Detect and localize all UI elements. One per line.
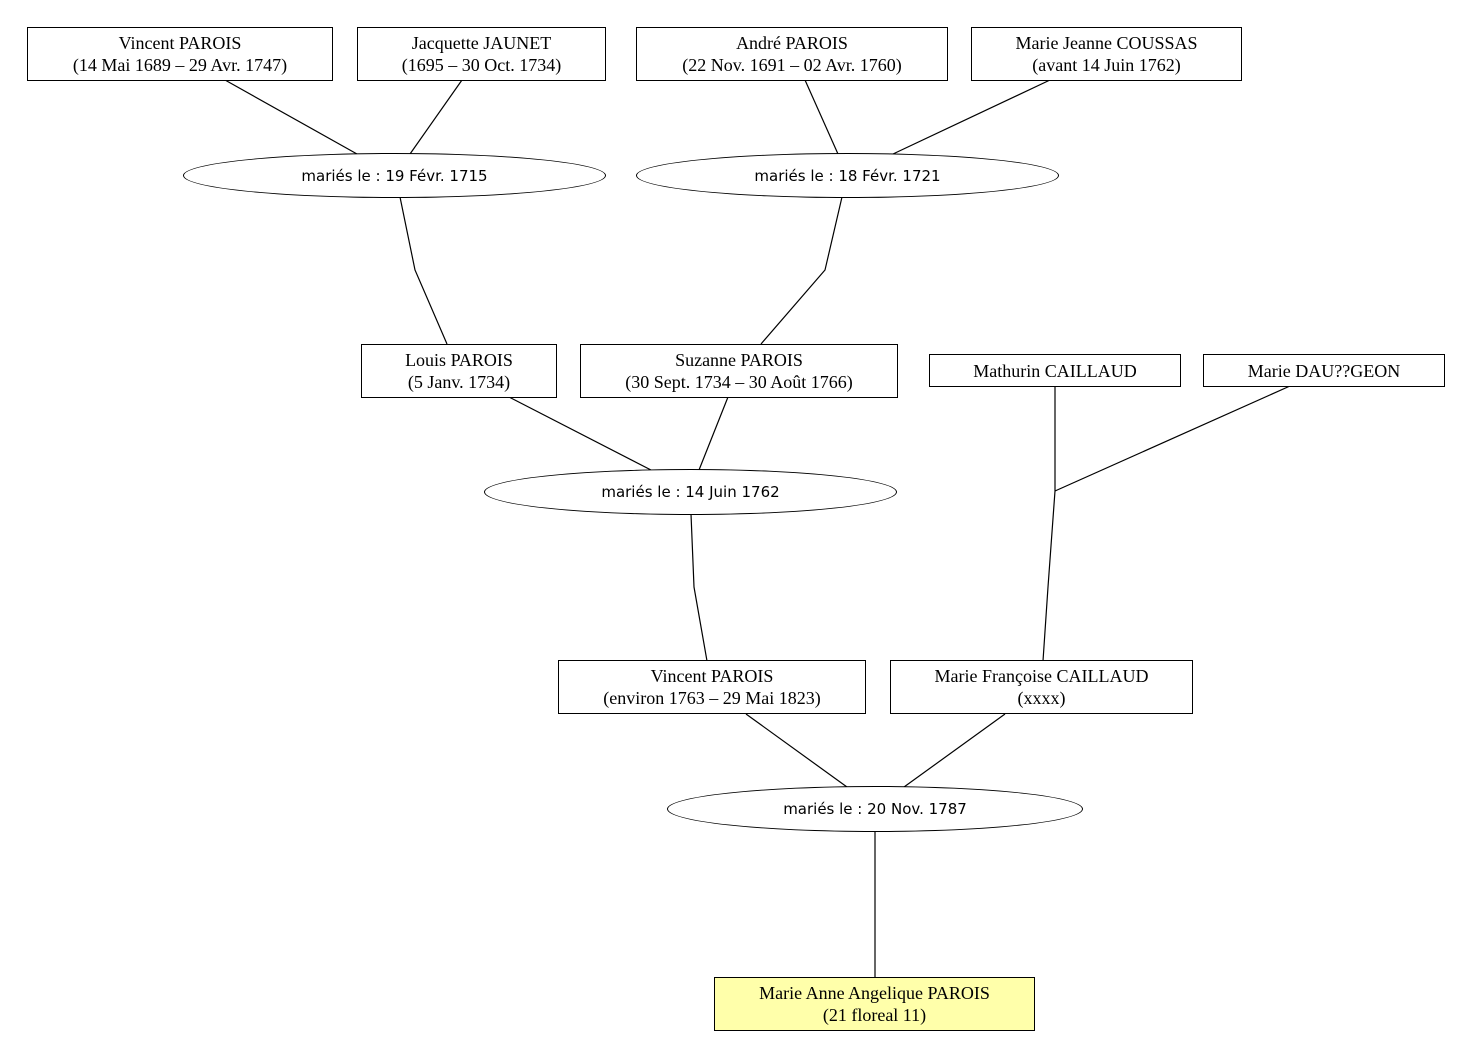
edge-marie-jeanne-to-m1721 [892,79,1051,155]
person-dates: (22 Nov. 1691 – 02 Avr. 1760) [682,55,902,75]
marriage-1787: mariés le : 20 Nov. 1787 [667,786,1083,832]
person-marie-anne-angelique-parois: Marie Anne Angelique PAROIS (21 floreal … [714,977,1035,1031]
edge-m1721-to-suzanne [760,196,843,345]
edge-vincent-1689-to-m1715 [224,79,358,155]
person-name: Marie Anne Angelique PAROIS [759,983,990,1003]
person-name: Mathurin CAILLAUD [973,360,1137,381]
person-name: Marie Françoise CAILLAUD [934,666,1149,686]
edge-louis-to-m1762 [508,396,652,471]
edge-jacquette-to-m1715 [409,79,463,155]
marriage-label: mariés le : 14 Juin 1762 [601,483,780,501]
person-marie-jeanne-coussas: Marie Jeanne COUSSAS (avant 14 Juin 1762… [971,27,1242,81]
person-name: Jacquette JAUNET [411,33,552,53]
edge-andre-to-m1721 [804,79,839,155]
marriage-label: mariés le : 18 Févr. 1721 [754,166,941,185]
person-andre-parois: André PAROIS (22 Nov. 1691 – 02 Avr. 176… [636,27,948,81]
edge-suzanne-to-m1762 [698,396,729,471]
person-dates: (21 floreal 11) [822,1005,927,1025]
person-dates: (5 Janv. 1734) [407,372,511,392]
person-name: Suzanne PAROIS [675,350,803,370]
marriage-1762: mariés le : 14 Juin 1762 [484,469,897,515]
person-name: André PAROIS [736,33,848,53]
marriage-1715: mariés le : 19 Févr. 1715 [183,153,606,198]
person-mathurin-caillaud: Mathurin CAILLAUD [929,354,1181,387]
person-marie-daugeon: Marie DAU??GEON [1203,354,1445,387]
marriage-label: mariés le : 19 Févr. 1715 [301,166,488,185]
edge-marie-francoise-to-m1787 [903,713,1006,788]
edge-vincent-1763-to-m1787 [745,713,848,788]
edge-m1715-to-louis [399,196,448,345]
person-name: Marie DAU??GEON [1247,360,1401,381]
person-dates: (30 Sept. 1734 – 30 Août 1766) [625,372,853,392]
marriage-1721: mariés le : 18 Févr. 1721 [636,153,1059,198]
person-name: Vincent PAROIS [650,666,774,686]
person-dates: (1695 – 30 Oct. 1734) [401,55,562,75]
person-marie-francoise-caillaud: Marie Françoise CAILLAUD (xxxx) [890,660,1193,714]
person-name: Louis PAROIS [405,350,513,370]
person-dates: (environ 1763 – 29 Mai 1823) [603,688,821,708]
person-vincent-parois-1689: Vincent PAROIS (14 Mai 1689 – 29 Avr. 17… [27,27,333,81]
person-louis-parois: Louis PAROIS (5 Janv. 1734) [361,344,557,398]
edge-marie-daugeon-to-junction [1054,385,1291,492]
person-name: Vincent PAROIS [118,33,242,53]
person-name: Marie Jeanne COUSSAS [1015,33,1198,53]
edge-m1762-to-vincent-1763 [690,513,708,662]
edge-junction-to-marie-francoise [1042,490,1056,662]
person-jacquette-jaunet: Jacquette JAUNET (1695 – 30 Oct. 1734) [357,27,606,81]
person-dates: (avant 14 Juin 1762) [1032,55,1181,75]
person-dates: (xxxx) [1017,688,1066,708]
person-vincent-parois-1763: Vincent PAROIS (environ 1763 – 29 Mai 18… [558,660,866,714]
person-dates: (14 Mai 1689 – 29 Avr. 1747) [72,55,288,75]
person-suzanne-parois: Suzanne PAROIS (30 Sept. 1734 – 30 Août … [580,344,898,398]
marriage-label: mariés le : 20 Nov. 1787 [783,800,967,818]
